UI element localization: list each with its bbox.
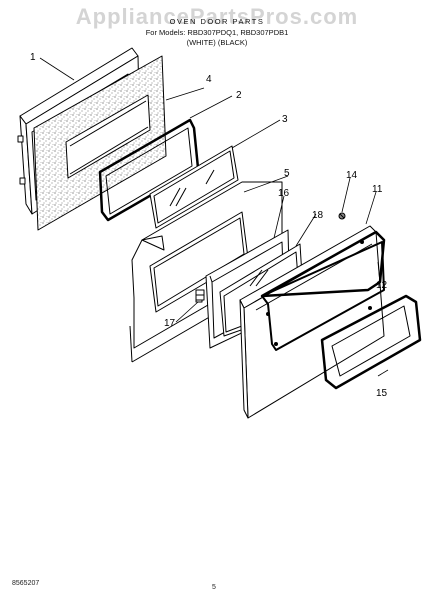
colors-line: (WHITE) (BLACK) bbox=[186, 38, 248, 47]
callout-18: 18 bbox=[312, 210, 324, 221]
callout-2: 2 bbox=[236, 90, 242, 101]
callout-5: 5 bbox=[284, 168, 290, 179]
models-line: For Models: RBD307PDQ1, RBD307PDB1 bbox=[145, 28, 289, 37]
inner-door-liner bbox=[129, 181, 283, 363]
callout-14: 14 bbox=[346, 170, 358, 181]
screw bbox=[338, 212, 346, 220]
footer-doc-number: 8565207 bbox=[12, 580, 40, 587]
door-insulation bbox=[33, 55, 167, 231]
oven-window-glass bbox=[149, 145, 239, 229]
callout-1: 1 bbox=[30, 52, 36, 63]
callout-15: 15 bbox=[376, 388, 388, 399]
callout-4: 4 bbox=[206, 74, 212, 85]
callout-11: 11 bbox=[372, 184, 383, 195]
callout-16: 16 bbox=[278, 188, 290, 199]
callout-3: 3 bbox=[282, 114, 288, 125]
callout-17: 17 bbox=[164, 318, 176, 329]
door-gasket bbox=[320, 294, 422, 390]
page-title: OVEN DOOR PARTS bbox=[169, 17, 265, 26]
door-clip bbox=[195, 289, 205, 301]
callout-labels: 1 4 2 3 5 16 18 14 11 12 17 15 bbox=[30, 52, 388, 399]
leader-lines bbox=[39, 57, 389, 377]
door-handle-bracket bbox=[260, 230, 386, 351]
door-inner-panel bbox=[239, 225, 385, 419]
footer-page-number: 5 bbox=[212, 584, 216, 591]
callout-12: 12 bbox=[376, 280, 388, 291]
watermark: AppliancePartsPros.com bbox=[75, 4, 359, 29]
